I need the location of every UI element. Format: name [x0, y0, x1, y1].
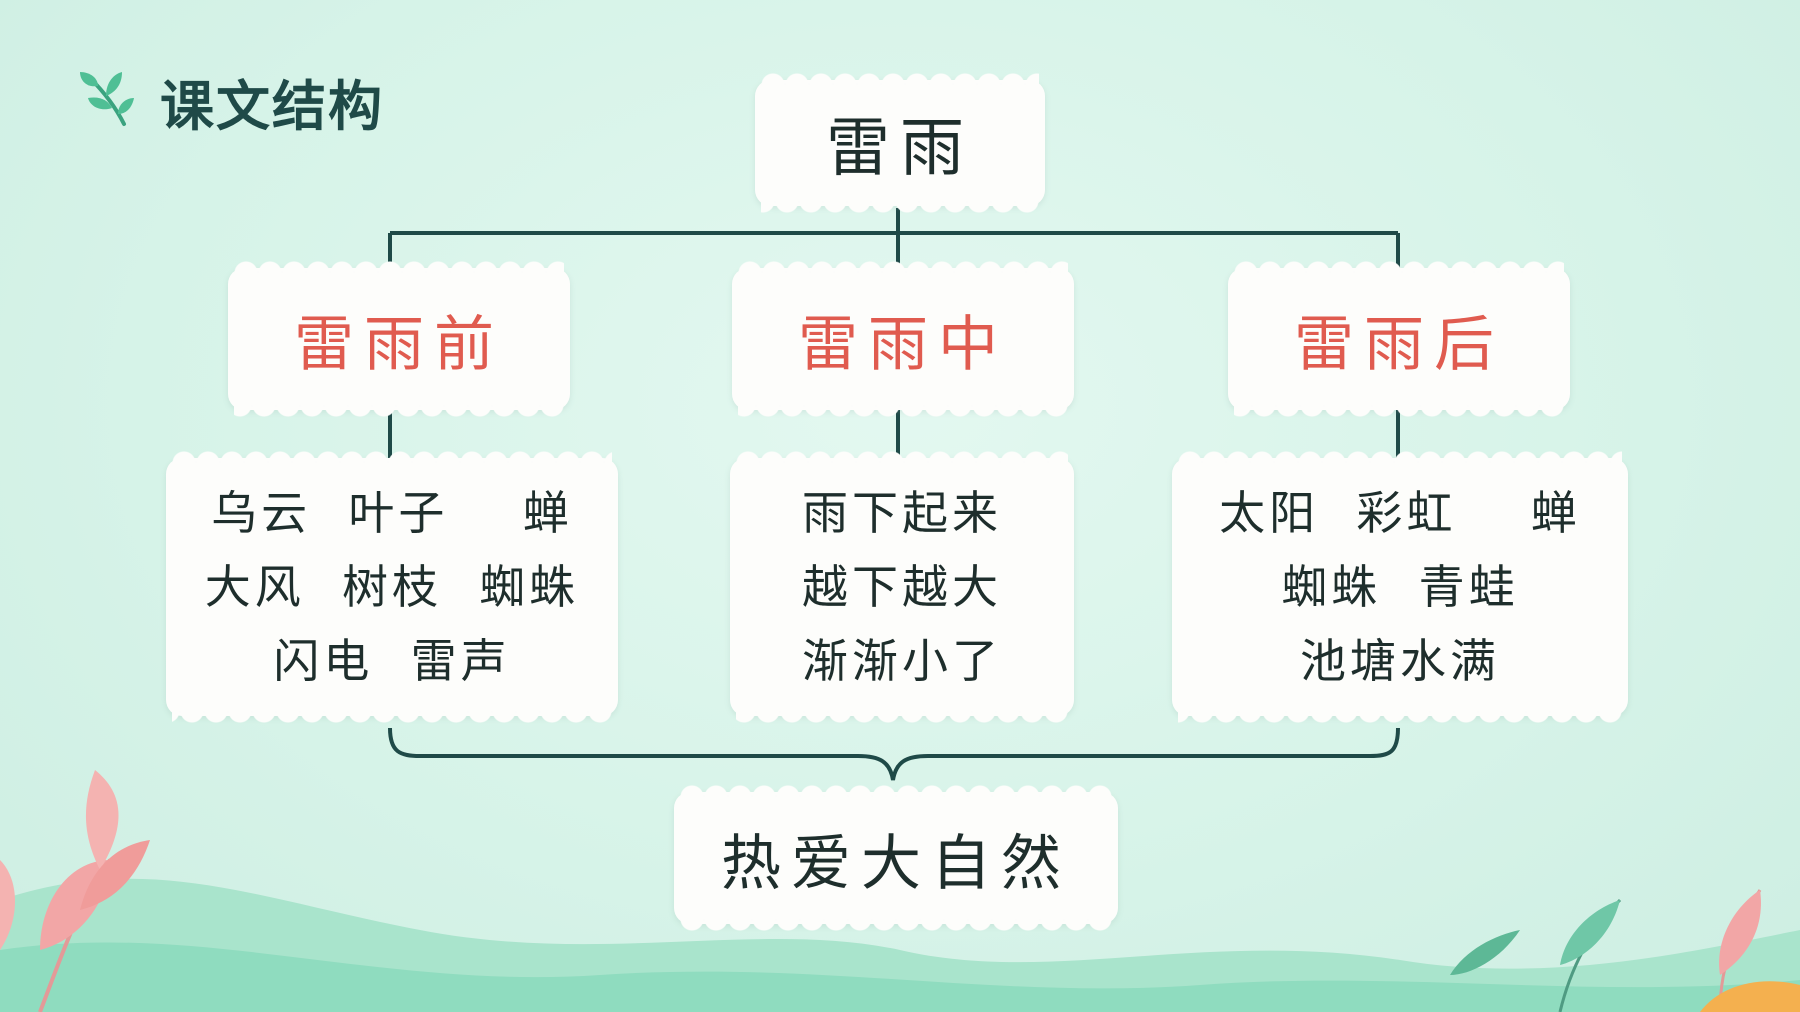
summary-brace	[388, 727, 1400, 781]
branch-node-during: 雷雨中	[732, 261, 1074, 410]
branch-node-after: 雷雨后	[1228, 261, 1570, 410]
page-title: 课文结构	[160, 75, 384, 138]
branch-label-after: 雷雨后	[1294, 309, 1504, 380]
pink-leaf-left-icon	[0, 770, 150, 1012]
detail-node-during: 雨下起来 越下越大 渐渐小了	[730, 451, 1074, 716]
detail-line: 闪电 雷声	[273, 634, 511, 688]
summary-label: 热爱大自然	[721, 828, 1071, 899]
leaf-right-icon	[1450, 889, 1800, 1012]
detail-line: 乌云 叶子 蝉	[211, 486, 573, 540]
root-label: 雷雨	[826, 112, 974, 186]
detail-line: 雨下起来	[802, 486, 1002, 540]
detail-line: 蜘蛛 青蛙	[1281, 560, 1519, 614]
root-node: 雷雨	[755, 73, 1045, 206]
detail-line: 太阳 彩虹 蝉	[1219, 486, 1581, 540]
detail-line: 渐渐小了	[802, 634, 1002, 688]
detail-node-before: 乌云 叶子 蝉 大风 树枝 蜘蛛 闪电 雷声	[166, 451, 618, 716]
detail-line: 大风 树枝 蜘蛛	[204, 560, 580, 614]
summary-node: 热爱大自然	[674, 785, 1118, 924]
detail-line: 越下越大	[802, 560, 1002, 614]
branch-label-during: 雷雨中	[798, 309, 1008, 380]
detail-node-after: 太阳 彩虹 蝉 蜘蛛 青蛙 池塘水满	[1172, 451, 1628, 716]
branch-label-before: 雷雨前	[294, 309, 504, 380]
leaf-sprig-icon	[80, 72, 134, 126]
detail-line: 池塘水满	[1300, 634, 1500, 688]
branch-node-before: 雷雨前	[228, 261, 570, 410]
